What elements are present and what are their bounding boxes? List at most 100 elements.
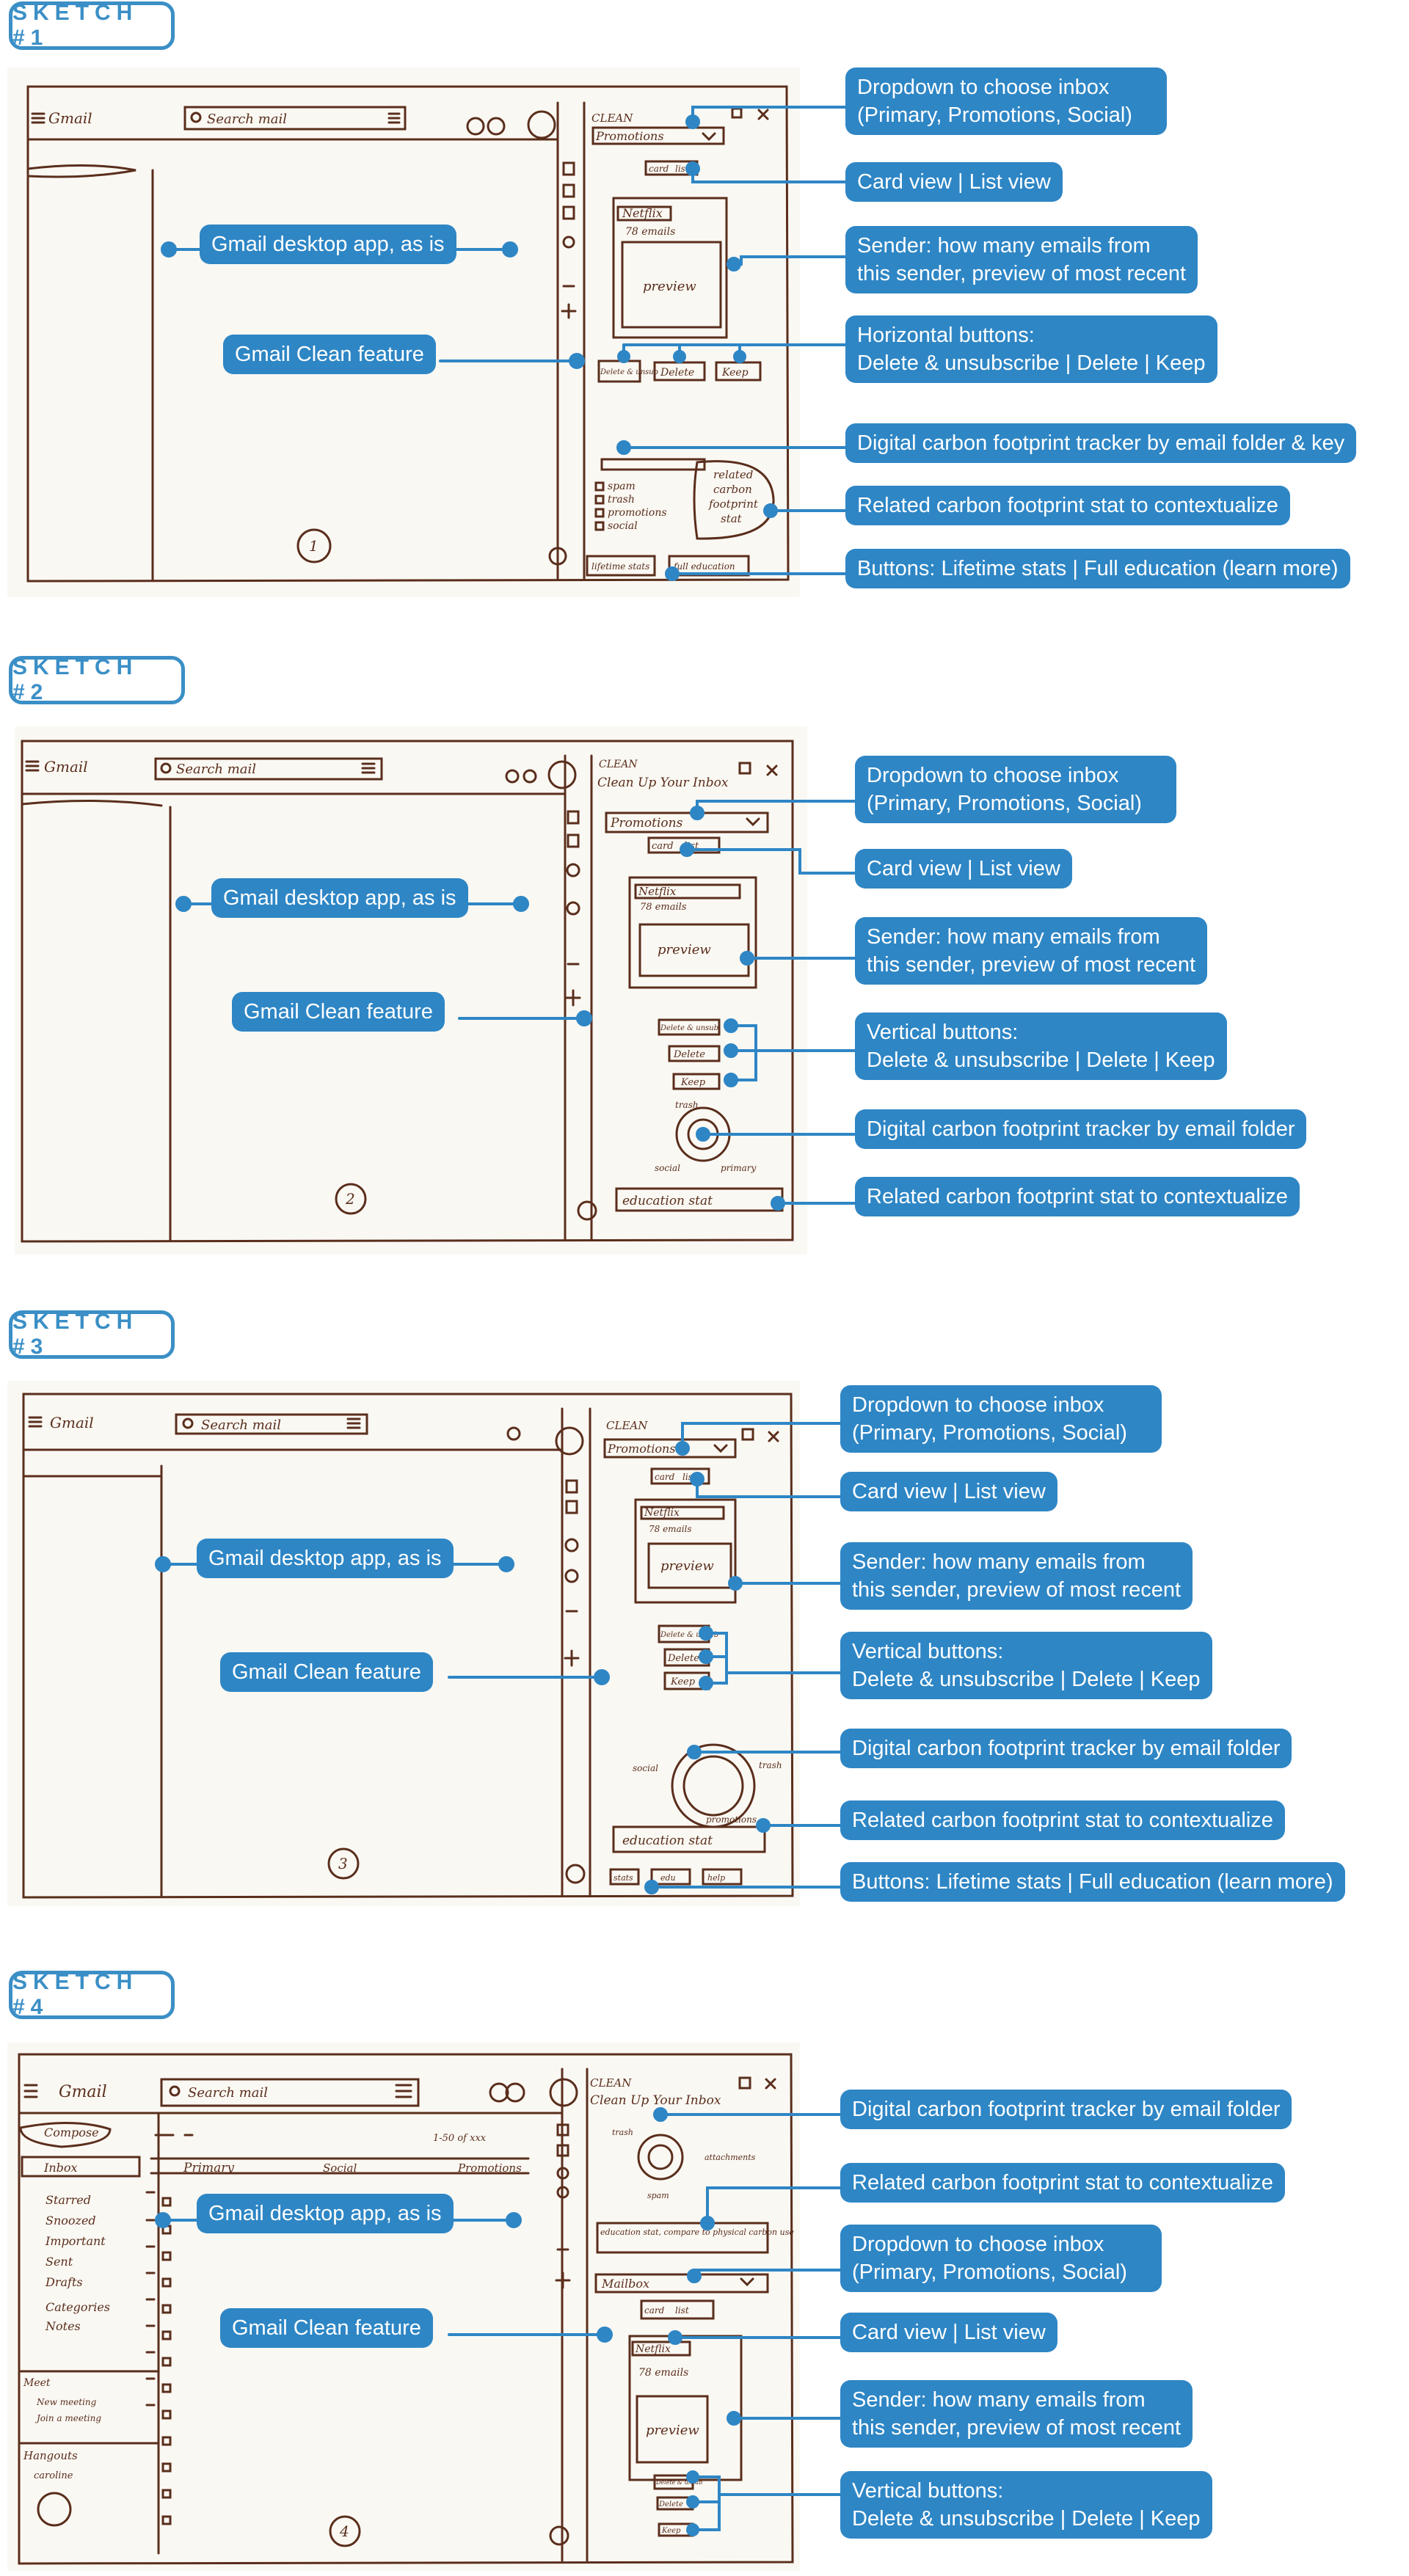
s3-keep-text: Keep <box>670 1676 696 1687</box>
s2-delete-text: Delete <box>673 1049 705 1060</box>
s2-callout-sender: Sender: how many emails from this sender… <box>855 917 1208 985</box>
s3-buttons-line2: Delete & unsubscribe | Delete | Keep <box>852 1668 1201 1691</box>
s1-preview-text: preview <box>643 279 696 294</box>
s1-feature-line1: Gmail Clean feature <box>235 343 424 366</box>
s2-sender-line1: Sender: how many emails from <box>867 925 1160 949</box>
s1-callout-app: Gmail desktop app, as is <box>200 225 456 264</box>
s1-view-line1: Card view | List view <box>857 170 1051 194</box>
s2-emails-text: 78 emails <box>640 902 687 913</box>
s1-tracker-line1: Digital carbon footprint tracker by emai… <box>857 431 1345 455</box>
s2-search-text: Search mail <box>176 762 256 777</box>
s1-clean-text: CLEAN <box>591 112 633 125</box>
s4-app-line1: Gmail desktop app, as is <box>208 2202 442 2225</box>
s2-app-line1: Gmail desktop app, as is <box>223 886 456 910</box>
s4-feature-line1: Gmail Clean feature <box>232 2316 421 2340</box>
s3-gmail-text: Gmail <box>50 1414 94 1431</box>
s2-edu-stat-text: education stat <box>622 1194 713 1208</box>
s4-tab-social: Social <box>323 2161 357 2175</box>
s1-legend-promotions: promotions <box>608 507 667 519</box>
s4-buttons-line2: Delete & unsubscribe | Delete | Keep <box>852 2507 1201 2531</box>
s4-tab-primary: Primary <box>183 2161 234 2175</box>
s3-ring-promotions: promotions <box>706 1814 757 1825</box>
s2-preview-text: preview <box>658 942 711 957</box>
sketch-4-paper <box>7 2043 800 2571</box>
sketch-2-tag: SKETCH #2 <box>9 655 185 704</box>
s3-callout-app: Gmail desktop app, as is <box>197 1539 454 1578</box>
s1-related-1: related <box>713 468 753 481</box>
s4-nav-drafts: Drafts <box>45 2275 83 2289</box>
s2-gmail-text: Gmail <box>44 758 88 776</box>
s4-view-line1: Card view | List view <box>852 2321 1046 2344</box>
s3-lifetime-line1: Buttons: Lifetime stats | Full education… <box>852 1870 1333 1894</box>
s3-callout-view: Card view | List view <box>840 1472 1057 1511</box>
s3-stats-text: stats <box>614 1873 633 1883</box>
s4-gmail-text: Gmail <box>59 2083 107 2101</box>
s1-emails-text: 78 emails <box>625 226 675 238</box>
s4-contact-text: caroline <box>34 2470 73 2481</box>
s3-callout-dropdown: Dropdown to choose inbox (Primary, Promo… <box>840 1385 1162 1453</box>
s3-dropdown-line2: (Primary, Promotions, Social) <box>852 1421 1127 1445</box>
s2-number: 2 <box>345 1190 355 1208</box>
s1-callout-view: Card view | List view <box>845 162 1063 202</box>
s4-tracker-line1: Digital carbon footprint tracker by emai… <box>852 2098 1281 2121</box>
s3-callout-stat: Related carbon footprint stat to context… <box>840 1800 1285 1840</box>
s2-dropdown-line2: (Primary, Promotions, Social) <box>867 792 1142 815</box>
s4-callout-tracker: Digital carbon footprint tracker by emai… <box>840 2090 1292 2129</box>
s1-callout-stat: Related carbon footprint stat to context… <box>845 486 1290 525</box>
s2-ring-social: social <box>655 1163 680 1173</box>
s2-clean-text: CLEAN <box>599 759 638 770</box>
s2-callout-view: Card view | List view <box>855 849 1072 889</box>
s2-view-line1: Card view | List view <box>867 857 1060 880</box>
s4-preview-text: preview <box>646 2423 699 2438</box>
s1-callout-dropdown: Dropdown to choose inbox (Primary, Promo… <box>845 67 1167 135</box>
s4-nav-notes: Notes <box>45 2319 81 2333</box>
s1-sender-line1: Sender: how many emails from <box>857 234 1151 258</box>
s1-keep-text: Keep <box>721 367 749 379</box>
s4-nav-sent: Sent <box>45 2255 73 2269</box>
s3-sender-line2: this sender, preview of most recent <box>852 1578 1182 1602</box>
s1-callout-feature: Gmail Clean feature <box>223 335 436 374</box>
s4-search-text: Search mail <box>188 2085 268 2101</box>
sketch-1-wireframe <box>26 85 790 583</box>
s4-compose-text: Compose <box>44 2126 99 2139</box>
s1-legend-social: social <box>608 520 638 532</box>
s3-clean-text: CLEAN <box>606 1419 648 1432</box>
s4-sender-line2: this sender, preview of most recent <box>852 2416 1182 2440</box>
s2-callout-tracker: Digital carbon footprint tracker by emai… <box>855 1109 1307 1149</box>
s3-callout-buttons: Vertical buttons: Delete & unsubscribe |… <box>840 1632 1212 1699</box>
s2-ring-primary: primary <box>721 1163 757 1173</box>
s4-dropdown-line2: (Primary, Promotions, Social) <box>852 2261 1127 2284</box>
s4-meet-text: Meet <box>23 2377 51 2389</box>
s4-sender-line1: Sender: how many emails from <box>852 2388 1146 2412</box>
s3-number: 3 <box>338 1855 348 1872</box>
s3-sender-line1: Sender: how many emails from <box>852 1550 1146 1574</box>
s2-callout-buttons: Vertical buttons: Delete & unsubscribe |… <box>855 1012 1227 1080</box>
s3-search-text: Search mail <box>201 1417 281 1433</box>
sketch-2-paper <box>15 726 807 1255</box>
s4-netflix-text: Netflix <box>635 2343 671 2355</box>
s1-lifetime-text: lifetime stats <box>591 561 649 572</box>
s1-buttons-line1: Horizontal buttons: <box>857 324 1035 347</box>
s2-buttons-line2: Delete & unsubscribe | Delete | Keep <box>867 1048 1215 1072</box>
s3-callout-feature: Gmail Clean feature <box>220 1652 433 1692</box>
s2-feature-line1: Gmail Clean feature <box>244 1000 433 1024</box>
s1-legend-trash: trash <box>608 494 635 506</box>
s4-tab-promotions: Promotions <box>457 2161 522 2175</box>
s4-emails-text: 78 emails <box>638 2367 688 2379</box>
s2-dropdown-line1: Dropdown to choose inbox <box>867 764 1119 787</box>
s4-number: 4 <box>339 2522 349 2540</box>
s4-stat-line1: Related carbon footprint stat to context… <box>852 2171 1273 2194</box>
s1-search-text: Search mail <box>207 112 287 127</box>
s4-callout-dropdown: Dropdown to choose inbox (Primary, Promo… <box>840 2225 1162 2292</box>
s3-callout-sender: Sender: how many emails from this sender… <box>840 1542 1193 1610</box>
s2-keep-text: Keep <box>680 1077 706 1088</box>
s1-stat-line1: Related carbon footprint stat to context… <box>857 494 1278 517</box>
s4-del-unsub-text: Delete & unsub <box>655 2479 702 2486</box>
s1-callout-tracker: Digital carbon footprint tracker by emai… <box>845 423 1357 463</box>
s1-gmail-text: Gmail <box>48 109 92 127</box>
s1-dropdown-line1: Dropdown to choose inbox <box>857 76 1110 99</box>
s1-delete-text: Delete <box>660 367 694 379</box>
sketch-4-tag: SKETCH #4 <box>9 1970 175 2019</box>
s4-card-text: card <box>644 2305 665 2316</box>
